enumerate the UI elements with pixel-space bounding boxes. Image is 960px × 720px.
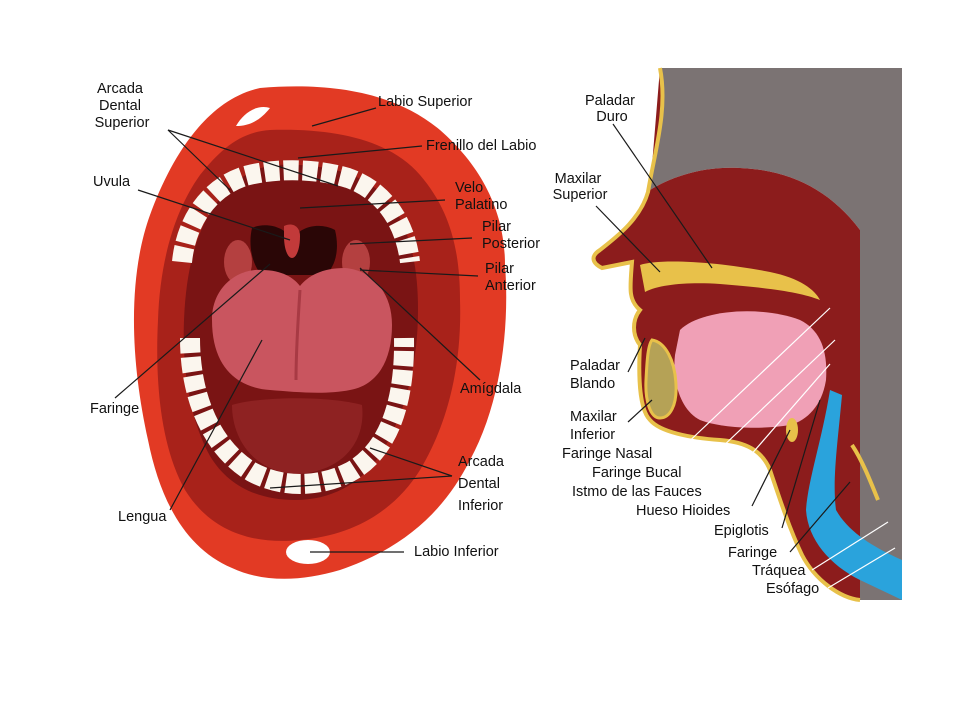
sagittal-illustration (591, 67, 902, 602)
label-paladar-duro: Paladar Duro (585, 93, 639, 125)
maxilla-bone (640, 261, 820, 300)
label-arcada-dental-superior: Arcada Dental Superior (95, 81, 150, 131)
label-epiglotis: Epiglotis (714, 523, 769, 539)
lower-teeth (180, 337, 415, 494)
leader-lines (114, 107, 896, 589)
label-faringe-left: Faringe (90, 401, 139, 417)
upper-lip-highlight (236, 106, 270, 126)
mandible-bone (644, 338, 678, 420)
upper-teeth (172, 160, 420, 264)
tongue-groove (294, 289, 302, 381)
label-lengua: Lengua (118, 509, 167, 525)
profile-outline (591, 67, 861, 602)
hyoid-bone (786, 418, 798, 442)
label-traquea: Tráquea (752, 563, 806, 579)
label-istmo-de-las-fauces: Istmo de las Fauces (572, 484, 702, 500)
label-velo-palatino: Velo Palatino (455, 180, 507, 213)
label-maxilar-inferior: Maxilar Inferior (570, 409, 621, 443)
label-labio-inferior: Labio Inferior (414, 544, 499, 560)
labels: Arcada Dental Superior Labio Superior Fr… (90, 81, 819, 597)
label-faringe-nasal: Faringe Nasal (562, 446, 652, 462)
label-labio-superior: Labio Superior (378, 94, 472, 110)
tongue-shape (212, 268, 392, 393)
label-pilar-anterior: Pilar Anterior (485, 261, 536, 294)
label-paladar-blando: Paladar Blando (570, 358, 624, 392)
oral-cavity (674, 311, 827, 428)
label-arcada-dental-inferior: Arcada Dental Inferior (458, 454, 508, 514)
mouth-illustration (133, 86, 507, 579)
label-faringe-bucal: Faringe Bucal (592, 465, 681, 481)
airway (806, 390, 902, 600)
mouth-floor (232, 398, 363, 474)
label-hueso-hioides: Hueso Hioides (636, 503, 730, 519)
label-faringe-right: Faringe (728, 545, 777, 561)
label-pilar-posterior: Pilar Posterior (482, 219, 540, 252)
head-gray (650, 68, 902, 600)
uvula-shape (284, 224, 300, 258)
label-esofago: Esófago (766, 581, 819, 597)
label-maxilar-superior: Maxilar Superior (553, 171, 608, 203)
label-uvula: Uvula (93, 174, 131, 190)
label-amigdala: Amígdala (460, 381, 522, 397)
lower-lip-highlight (286, 540, 330, 564)
vertebrae (850, 443, 880, 501)
label-frenillo-del-labio: Frenillo del Labio (426, 138, 536, 154)
